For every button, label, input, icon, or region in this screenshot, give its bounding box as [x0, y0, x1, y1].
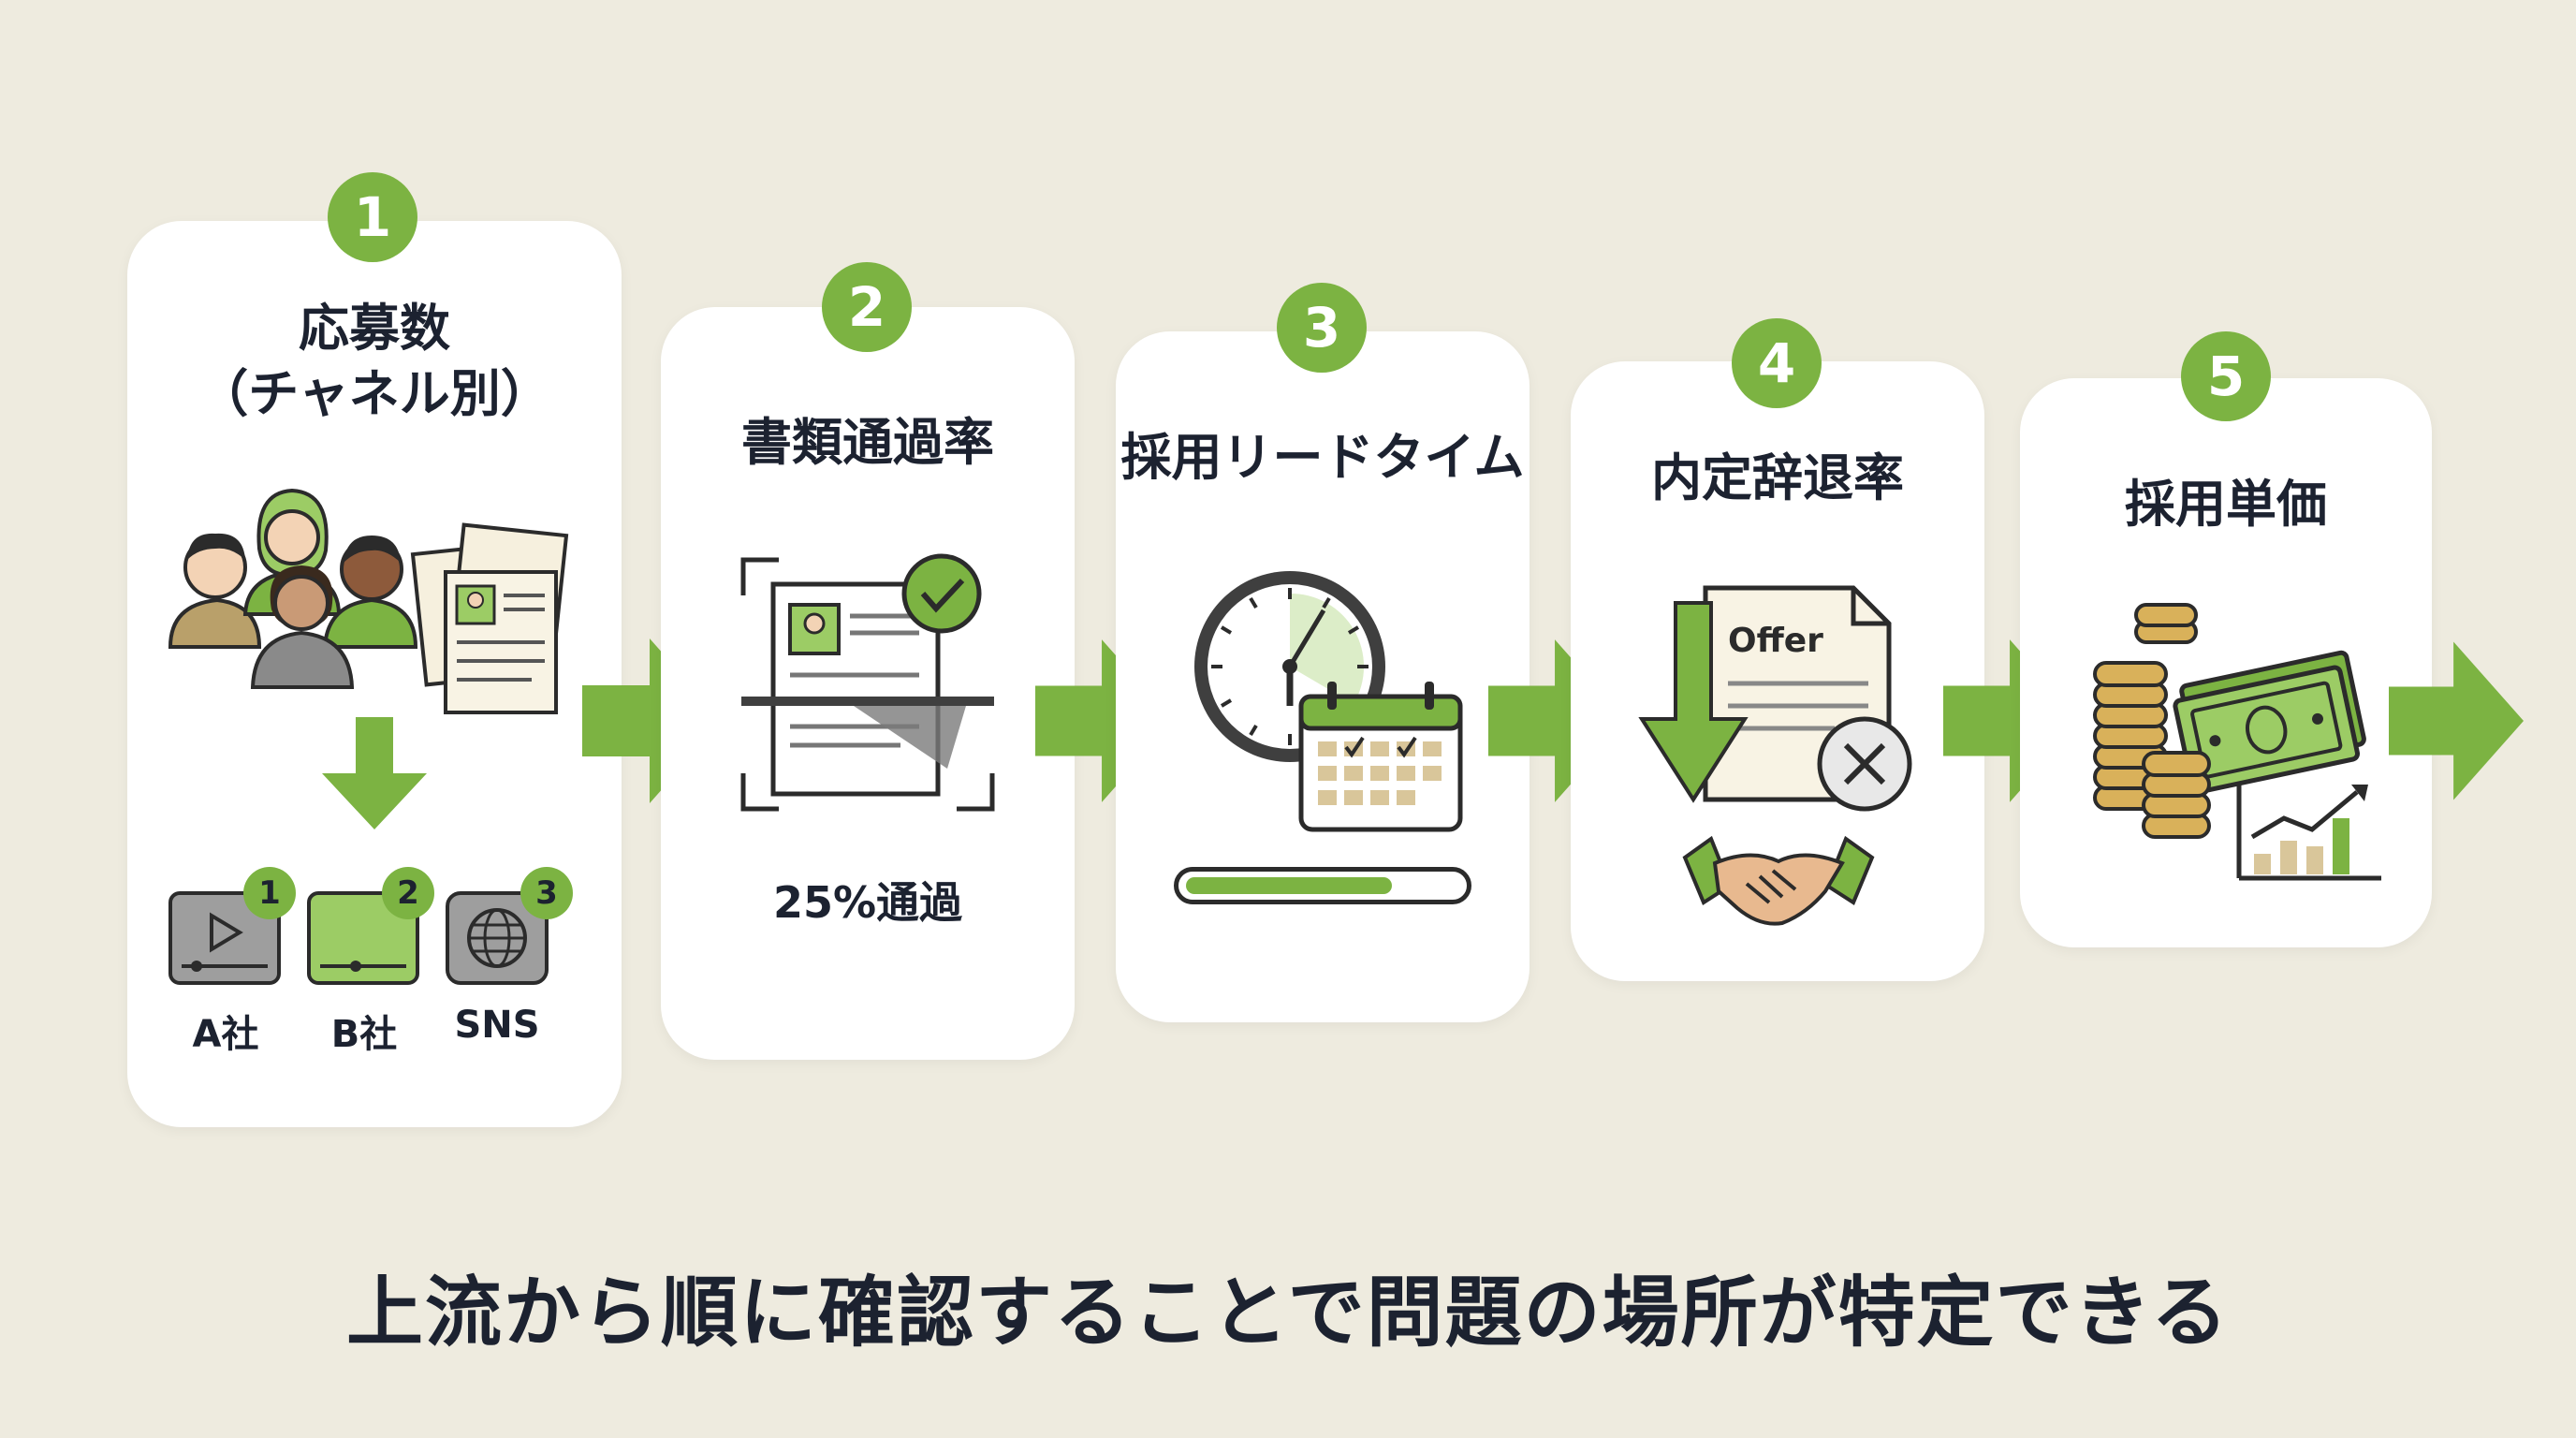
- flow-arrow-1: [582, 638, 723, 803]
- clock-calendar-icon: [1194, 571, 1463, 832]
- footer-message: 上流から順に確認することで問題の場所が特定できる: [346, 1269, 2230, 1357]
- media-screen-icon: [307, 891, 419, 985]
- growth-chart-icon: [2236, 785, 2381, 881]
- step-badge-5: 5: [2181, 331, 2271, 421]
- handshake-icon: [1682, 835, 1875, 926]
- offer-document-label: Offer: [1728, 622, 1823, 660]
- down-arrow-icon: [322, 717, 427, 829]
- step-badge-1: 1: [328, 172, 417, 262]
- step-card-4: 内定辞退率 Offer: [1571, 361, 1984, 981]
- flow-arrow-3: [1488, 639, 1627, 802]
- step-card-3: 採用リードタイム: [1116, 331, 1530, 1022]
- flow-arrow-4: [1943, 639, 2082, 802]
- document-screening-icon: [740, 553, 995, 812]
- step-badge-4: 4: [1732, 318, 1822, 408]
- step-card-5: 採用単価: [2020, 378, 2432, 947]
- channel-label-a: A社: [192, 1013, 259, 1056]
- step-5-title: 採用単価: [2125, 475, 2327, 534]
- globe-icon: [446, 891, 549, 985]
- resume-documents-icon: [410, 522, 569, 714]
- step-card-1: 応募数 （チャネル別）: [127, 221, 622, 1127]
- step-3-title: 採用リードタイム: [1120, 428, 1525, 487]
- channel-label-sns: SNS: [454, 1004, 540, 1047]
- step-1-title-line2: （チャネル別）: [198, 364, 551, 423]
- step-2-caption: 25%通過: [772, 877, 963, 928]
- channel-badge-2: 2: [382, 867, 434, 919]
- step-4-title: 内定辞退率: [1651, 448, 1904, 507]
- offer-decline-icon: Offer: [1638, 585, 1912, 812]
- channel-badge-3: 3: [520, 867, 573, 919]
- channel-badge-1: 1: [243, 867, 296, 919]
- step-2-title: 書類通過率: [741, 413, 994, 472]
- lead-time-progress-fill: [1186, 877, 1392, 894]
- lead-time-progress-bar: [1174, 867, 1471, 904]
- channel-label-b: B社: [330, 1013, 398, 1056]
- coins-money-icon: [2093, 603, 2366, 839]
- flow-arrow-5: [2389, 641, 2524, 800]
- applicants-people-icon: [168, 488, 418, 689]
- video-player-icon: [168, 891, 281, 985]
- step-badge-2: 2: [822, 262, 912, 352]
- step-card-2: 書類通過率 25%通過: [661, 307, 1075, 1060]
- flow-arrow-2: [1035, 639, 1174, 802]
- step-1-title-line1: 応募数: [299, 299, 450, 358]
- step-badge-3: 3: [1277, 283, 1367, 373]
